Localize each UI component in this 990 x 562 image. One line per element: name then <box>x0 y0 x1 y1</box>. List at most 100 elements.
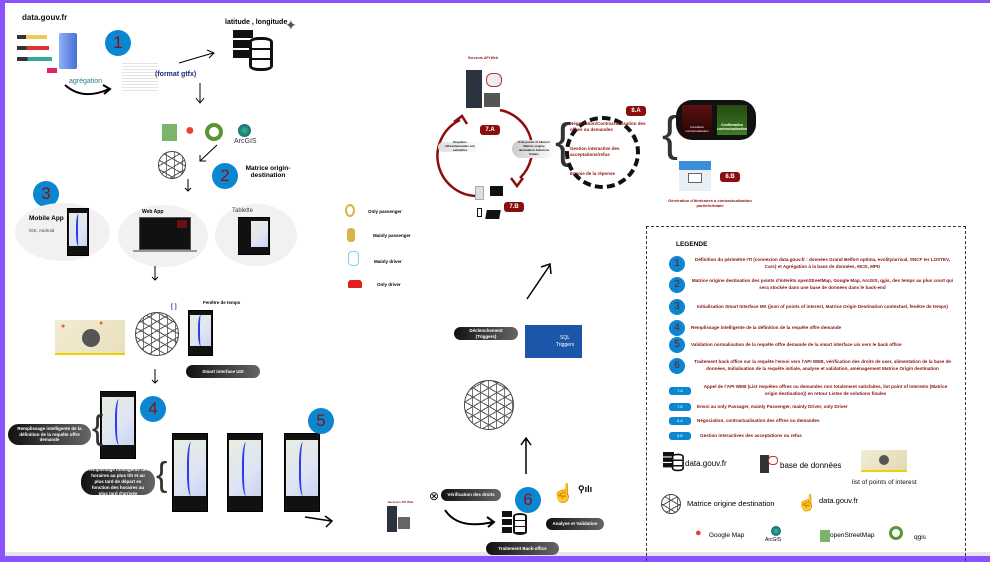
route-screenshot-3 <box>284 433 320 512</box>
arrow-down-1 <box>195 83 205 104</box>
legend-key: 8-A <box>669 417 691 425</box>
arrow-up-1 <box>520 436 532 474</box>
cancel-contract-card[interactable]: Annulation contractualisation <box>682 105 712 135</box>
route-screenshot-2 <box>227 433 263 512</box>
legend-qgis-icon <box>889 526 903 540</box>
analytics-icon: ⚲ılı <box>578 484 593 494</box>
web-app-title: Web App <box>142 209 164 215</box>
confirm-contract-card[interactable]: Confirmation contractualisation <box>717 105 747 135</box>
negotiation-item: Envoie de la réponse <box>570 171 616 176</box>
click-hand-icon: ☝ <box>552 483 575 503</box>
legend-qgis-label: qgis <box>914 534 926 541</box>
arrow-to-database <box>178 49 215 64</box>
legend-click-label: data.gouv.fr <box>819 496 859 505</box>
desktop-tower-icon <box>475 186 484 200</box>
legend-click-icon: ☝ <box>797 495 817 512</box>
mobile-app-card[interactable] <box>15 203 110 261</box>
mobile-app-screenshot <box>67 208 89 256</box>
sql-triggers-icon: SQL Triggers <box>525 325 582 358</box>
backoffice-pill: Traitement Back-office <box>486 542 559 555</box>
contract-cards-panel: Annulation contractualisation Confirmati… <box>676 100 756 140</box>
hours-fill-pill: Remplissage intelligente des horaires au… <box>81 467 155 496</box>
arrow-down-2 <box>184 179 192 192</box>
rights-check-icon: ⊗ <box>429 489 440 503</box>
legend-poi-map-icon <box>861 450 907 472</box>
time-window-bracket: [ ] <box>171 304 177 310</box>
legend-server-icon <box>760 455 769 473</box>
user-type-label: Mainly driver <box>374 259 402 264</box>
matrix-globe-icon <box>158 151 186 179</box>
openstreetmap-icon <box>162 124 177 141</box>
step-1-badge: 1 <box>105 30 131 56</box>
cloud-server-icon <box>486 73 502 87</box>
legend-arcgis-icon <box>771 526 781 536</box>
itinerary-caption: Génération d'itinéraires à contractualis… <box>668 198 752 208</box>
definition-fill-pill: Remplissage intelligente de la définitio… <box>8 424 91 445</box>
phone-icon <box>477 208 482 217</box>
tag-8a: 8.A <box>626 106 646 116</box>
aggregation-label: agrégation <box>69 78 103 85</box>
google-maps-icon: ● <box>185 122 195 139</box>
legend-database-label: data.gouv.fr <box>685 459 727 468</box>
step-4-badge: 4 <box>140 396 166 422</box>
request-definition-screenshot <box>100 391 136 459</box>
coords-label: latitude , longitude <box>225 19 288 26</box>
legend-title: LEGENDE <box>676 241 708 248</box>
arrow-to-backoffice-db <box>444 509 496 528</box>
legend-text: Matrice origine destination des points d… <box>691 278 954 290</box>
laptop-base <box>133 250 197 252</box>
legend-cloud-icon <box>768 456 778 465</box>
legend-text: Négociation, contractualisation des offr… <box>697 417 820 423</box>
server-box-icon <box>398 517 410 529</box>
compass-icon: ✦ <box>285 17 297 33</box>
server-icon <box>387 506 397 532</box>
user-type-label: Only driver <box>377 282 401 287</box>
legend-key: 7-B <box>669 403 691 411</box>
legend-item: 7-B Envoi au only Passager, mainly Passen… <box>669 403 954 411</box>
api-server-label: Serveurs API Web <box>468 56 498 60</box>
aggregation-arrow <box>64 84 112 96</box>
smart-ui-screenshot <box>188 310 213 356</box>
points-of-interest-map: ● ● <box>55 320 125 355</box>
arcgis-label: ArcGIS <box>234 138 257 145</box>
legend-text: Remplissage intelligente de la définitio… <box>691 324 842 330</box>
smart-ui-pill: Smart interface UIX <box>186 365 260 378</box>
legend-key: 1 <box>669 256 685 272</box>
legend-text: Traitement back office sur la requête l'… <box>694 359 951 371</box>
monitor-icon <box>490 186 503 196</box>
step-2-badge: 2 <box>212 163 238 189</box>
legend-text: Envoi au only Passager, mainly Passenger… <box>697 403 848 409</box>
web-app-screenshot <box>139 217 191 250</box>
database-icon <box>663 452 684 472</box>
rights-check-pill: Vérification des droits <box>441 489 501 501</box>
negotiation-item: Négociation/Contractualisation des offre… <box>570 121 646 133</box>
tablet-screenshot <box>238 217 270 255</box>
trigger-pill: Déclenchement (Triggers) <box>454 327 518 340</box>
data-sources-logos <box>17 33 62 81</box>
seated-person-icon <box>347 228 355 242</box>
legend-matrix-label: Matrice origine destination <box>687 499 775 508</box>
itinerary-illustration <box>679 161 711 191</box>
car-icon <box>348 280 362 288</box>
matrix-globe-icon <box>464 380 514 430</box>
legend-key: 6 <box>669 358 685 374</box>
legend-arcgis-label: ArcGIS <box>765 537 782 543</box>
data-gouv-title: data.gouv.fr <box>22 13 68 22</box>
step-3-badge: 3 <box>33 181 59 207</box>
negotiation-ellipse <box>565 116 640 189</box>
route-screenshot-1 <box>172 433 208 512</box>
step-5-badge: 5 <box>308 408 334 434</box>
legend-key: 2 <box>669 277 685 293</box>
user-type-label: Only passenger <box>368 209 402 214</box>
legend-text: Gestion interactives des acceptations ou… <box>700 432 802 438</box>
sql-triggers-label: SQL Triggers <box>555 335 575 348</box>
poi-solutions-pill: liste points of interest Matrice origine… <box>512 140 556 158</box>
analysis-pill: Analyse et Validation <box>546 518 604 530</box>
mobile-app-platforms: iOS, Android <box>29 228 55 233</box>
legend-item: 2 Matrice origine destination des points … <box>669 277 954 293</box>
